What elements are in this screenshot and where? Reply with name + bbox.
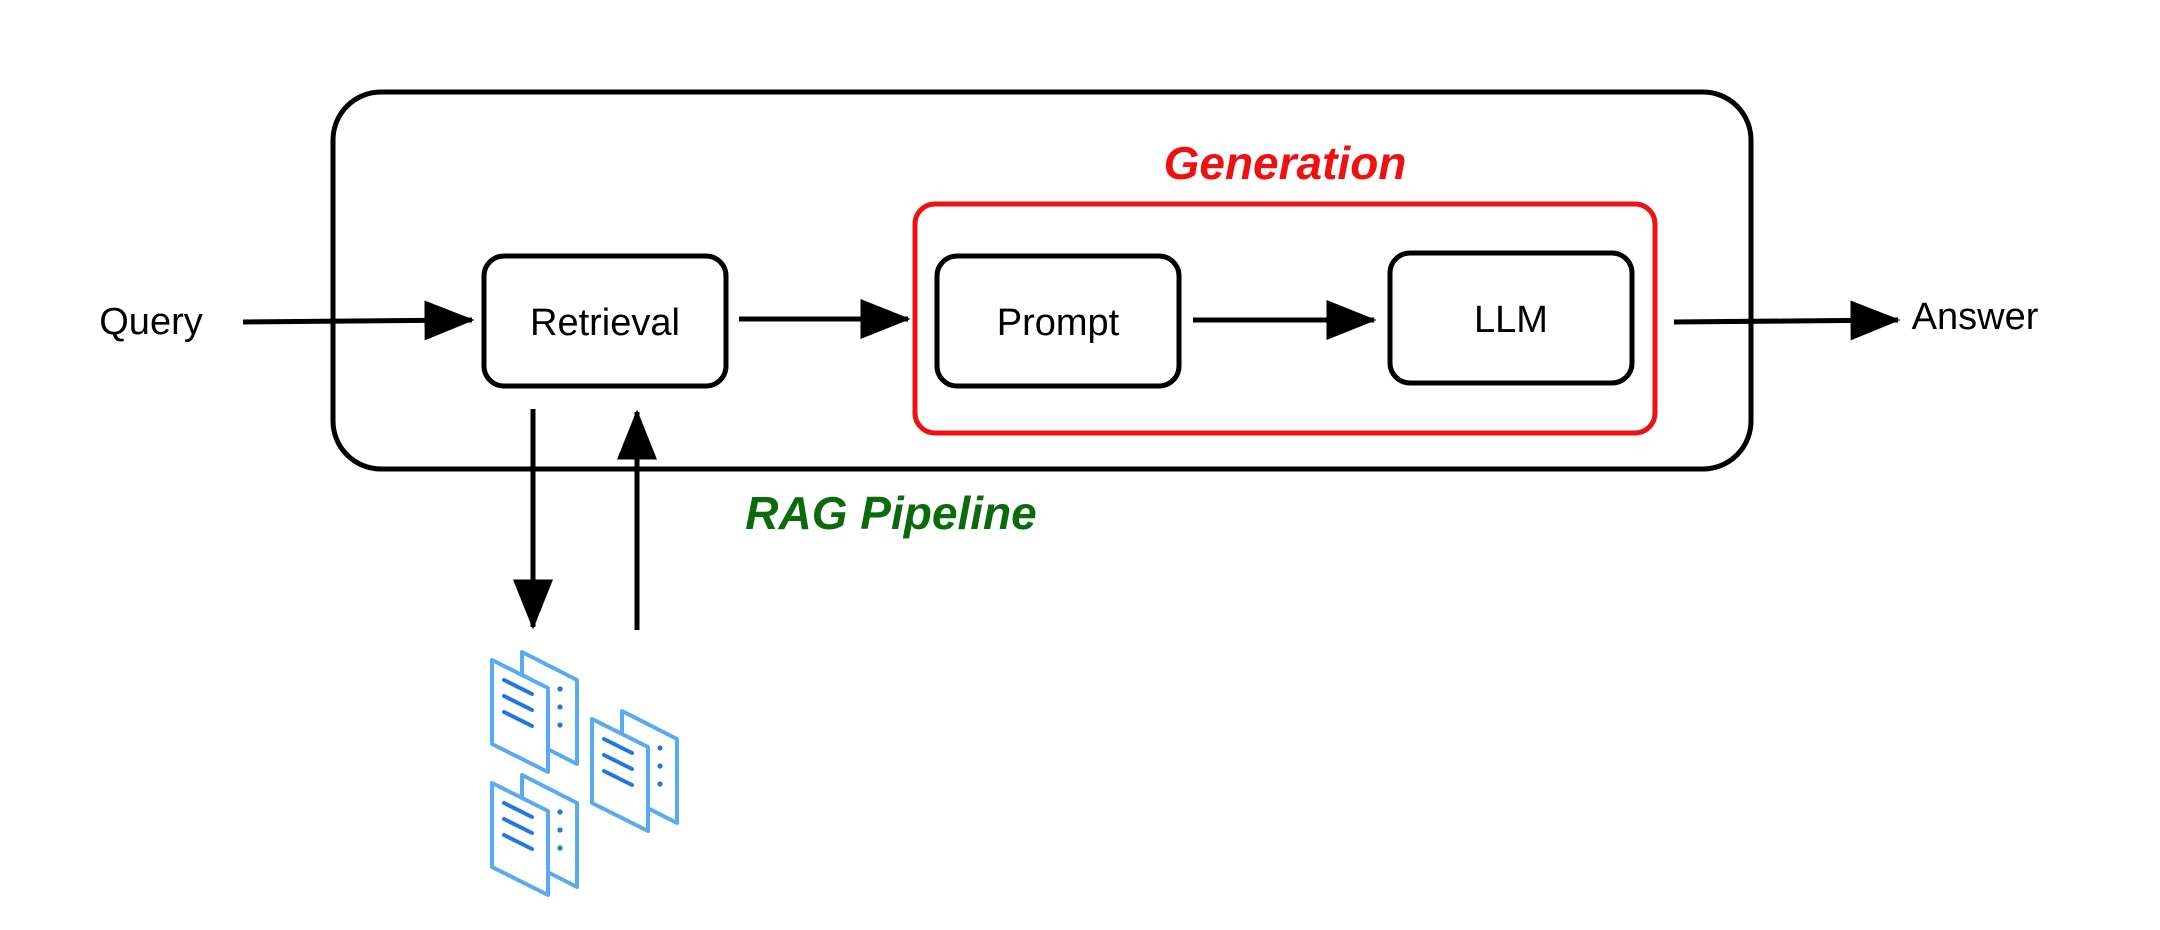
llm-label: LLM (1474, 299, 1548, 341)
llm-box (1387, 250, 1635, 386)
query-label: Query (99, 301, 202, 343)
arrow-llm-to-answer (1673, 300, 1901, 341)
retrieval-label: Retrieval (530, 302, 680, 344)
arrow-query-to-retrieval (242, 300, 475, 341)
rag-pipeline-container (330, 89, 1754, 472)
generation-label: Generation (1164, 137, 1407, 189)
prompt-box (934, 253, 1182, 389)
answer-label: Answer (1912, 296, 2039, 338)
prompt-label: Prompt (997, 302, 1120, 344)
retrieval-box (481, 253, 729, 389)
rag-pipeline-label: RAG Pipeline (745, 487, 1036, 539)
generation-container (912, 201, 1658, 436)
document-stack-icon (490, 650, 679, 897)
